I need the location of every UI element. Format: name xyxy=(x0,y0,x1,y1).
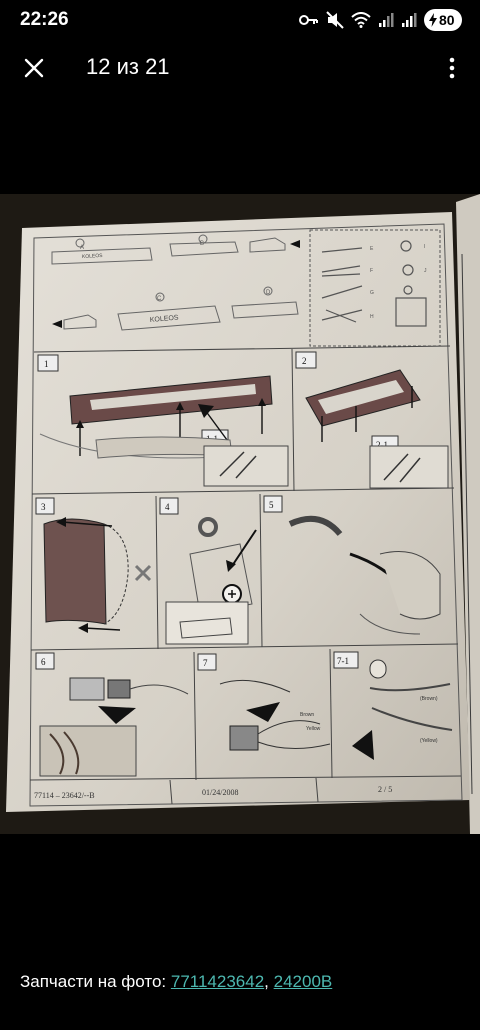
svg-text:H: H xyxy=(370,314,374,320)
close-icon xyxy=(24,58,44,78)
svg-text:Yellow: Yellow xyxy=(306,726,321,732)
svg-text:I: I xyxy=(424,244,425,250)
mute-icon xyxy=(326,11,344,29)
status-time: 22:26 xyxy=(20,9,69,30)
svg-text:(Yellow): (Yellow) xyxy=(420,738,438,744)
svg-text:KOLEOS: KOLEOS xyxy=(150,314,180,324)
svg-text:D: D xyxy=(266,290,271,296)
part-link-7711423642[interactable]: 7711423642 xyxy=(170,972,265,991)
svg-text:(Brown): (Brown) xyxy=(420,696,438,702)
caption-prefix: Запчасти на фото: xyxy=(20,972,171,991)
footer-code: 77114 – 23642/--B xyxy=(34,791,95,800)
photo-viewer[interactable]: A B C D KOLEOS KOLEOS E F G H I J xyxy=(0,194,480,834)
svg-text:F: F xyxy=(370,268,373,274)
signal-icon xyxy=(402,13,417,27)
svg-text:6: 6 xyxy=(41,657,46,667)
svg-text:C: C xyxy=(157,296,162,302)
caption-separator: , xyxy=(264,972,274,991)
wifi-icon xyxy=(351,12,371,28)
battery-level: 80 xyxy=(439,12,455,28)
key-icon xyxy=(299,15,318,25)
svg-text:G: G xyxy=(370,290,374,296)
svg-text:5: 5 xyxy=(269,500,274,510)
svg-text:KOLEOS: KOLEOS xyxy=(82,253,104,260)
more-vert-icon xyxy=(449,57,455,79)
photo-caption: Запчасти на фото: 7711423642, 24200B xyxy=(20,972,332,992)
footer-date: 01/24/2008 xyxy=(202,788,238,797)
svg-text:7-1: 7-1 xyxy=(337,656,349,666)
status-bar: 22:26 xyxy=(0,0,480,40)
signal-icon xyxy=(379,13,394,27)
svg-text:3: 3 xyxy=(41,502,46,512)
svg-text:4: 4 xyxy=(165,502,170,512)
close-button[interactable] xyxy=(12,46,56,90)
top-app-bar: 12 из 21 xyxy=(0,40,480,96)
status-icons: 80 xyxy=(299,9,462,31)
footer-page: 2 / 5 xyxy=(378,785,392,794)
instruction-sheet-photo: A B C D KOLEOS KOLEOS E F G H I J xyxy=(0,194,480,834)
svg-text:1: 1 xyxy=(44,359,49,369)
svg-text:A: A xyxy=(80,245,84,251)
svg-text:B: B xyxy=(200,241,204,247)
part-link-24200b[interactable]: 24200B xyxy=(273,972,333,991)
svg-text:E: E xyxy=(370,246,374,252)
battery-icon: 80 xyxy=(424,9,462,31)
svg-text:2: 2 xyxy=(302,356,307,366)
svg-text:7: 7 xyxy=(203,658,208,668)
bolt-icon xyxy=(429,13,437,27)
svg-text:Brown: Brown xyxy=(300,712,314,718)
photo-counter: 12 из 21 xyxy=(86,54,170,79)
more-options-button[interactable] xyxy=(432,46,472,90)
svg-text:2-1: 2-1 xyxy=(376,440,388,450)
svg-text:J: J xyxy=(424,268,427,274)
paper-sheet xyxy=(6,212,470,812)
